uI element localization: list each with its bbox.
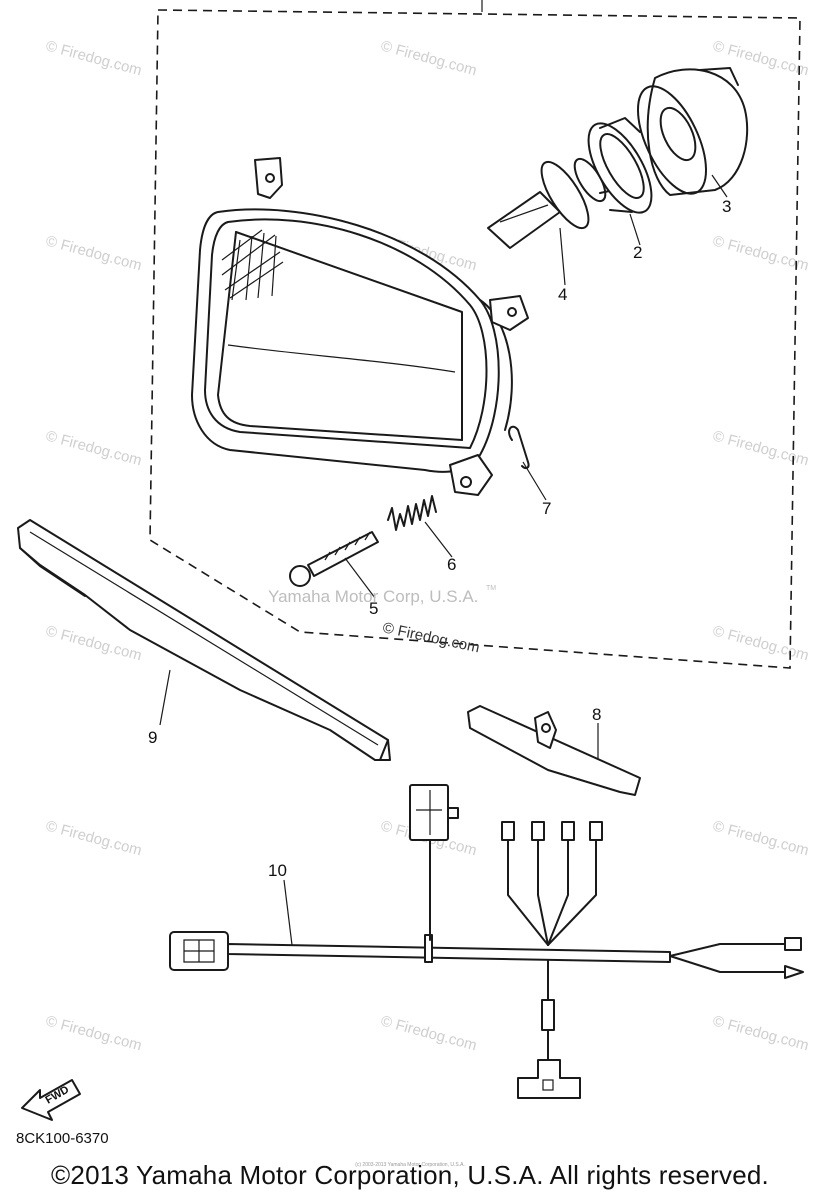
callout-5: 5 (369, 599, 378, 618)
yamaha-watermark-tm: TM (486, 585, 496, 592)
firedog-watermark: © Firedog.com (44, 427, 144, 469)
callout-4: 4 (558, 285, 567, 304)
callout-9: 9 (148, 728, 157, 747)
callout-leaders (159, 174, 728, 946)
firedog-watermark: © Firedog.com (379, 1012, 479, 1054)
firedog-watermark: © Firedog.com (44, 37, 144, 79)
stay-part (17, 519, 391, 761)
firedog-watermark: © Firedog.com (44, 1012, 144, 1054)
headlight-housing (191, 157, 529, 496)
callout-3: 3 (722, 197, 731, 216)
firedog-watermark: © Firedog.com (711, 427, 811, 469)
callout-6: 6 (447, 555, 456, 574)
fwd-arrow-icon: FWD (21, 1079, 81, 1121)
firedog-watermark: © Firedog.com (379, 37, 479, 79)
bracket-part (467, 705, 641, 796)
firedog-watermark: © Firedog.com (711, 1012, 811, 1054)
callout-2: 2 (633, 243, 642, 262)
bulb-part (487, 157, 615, 249)
callout-8: 8 (592, 705, 601, 724)
bulb-socket-part (587, 117, 653, 214)
clip-part (508, 425, 530, 470)
bulb-cover-part (636, 67, 749, 196)
firedog-watermark: © Firedog.com (711, 817, 811, 859)
firedog-watermark: © Firedog.com (44, 232, 144, 274)
adjusting-screw-part (289, 531, 379, 587)
callout-10: 10 (268, 861, 287, 880)
assembly-dashed-boundary (149, 9, 801, 669)
firedog-center-watermark: © Firedog.com (381, 619, 481, 656)
yamaha-watermark: Yamaha Motor Corp, U.S.A. (268, 587, 478, 606)
copyright-notice: ©2013 Yamaha Motor Corporation, U.S.A. A… (51, 1160, 769, 1190)
firedog-watermark: © Firedog.com (711, 37, 811, 79)
callout-7: 7 (542, 499, 551, 518)
callout-numbers: 2 3 4 5 6 7 8 9 10 (148, 197, 731, 880)
spring-part (387, 495, 437, 531)
firedog-watermark: © Firedog.com (44, 817, 144, 859)
firedog-watermark: © Firedog.com (711, 622, 811, 664)
wire-harness-part (169, 784, 804, 1099)
tiny-credit: (c) 2003-2013 Yamaha Motor Corporation, … (355, 1162, 465, 1168)
part-number: 8CK100-6370 (16, 1130, 109, 1147)
